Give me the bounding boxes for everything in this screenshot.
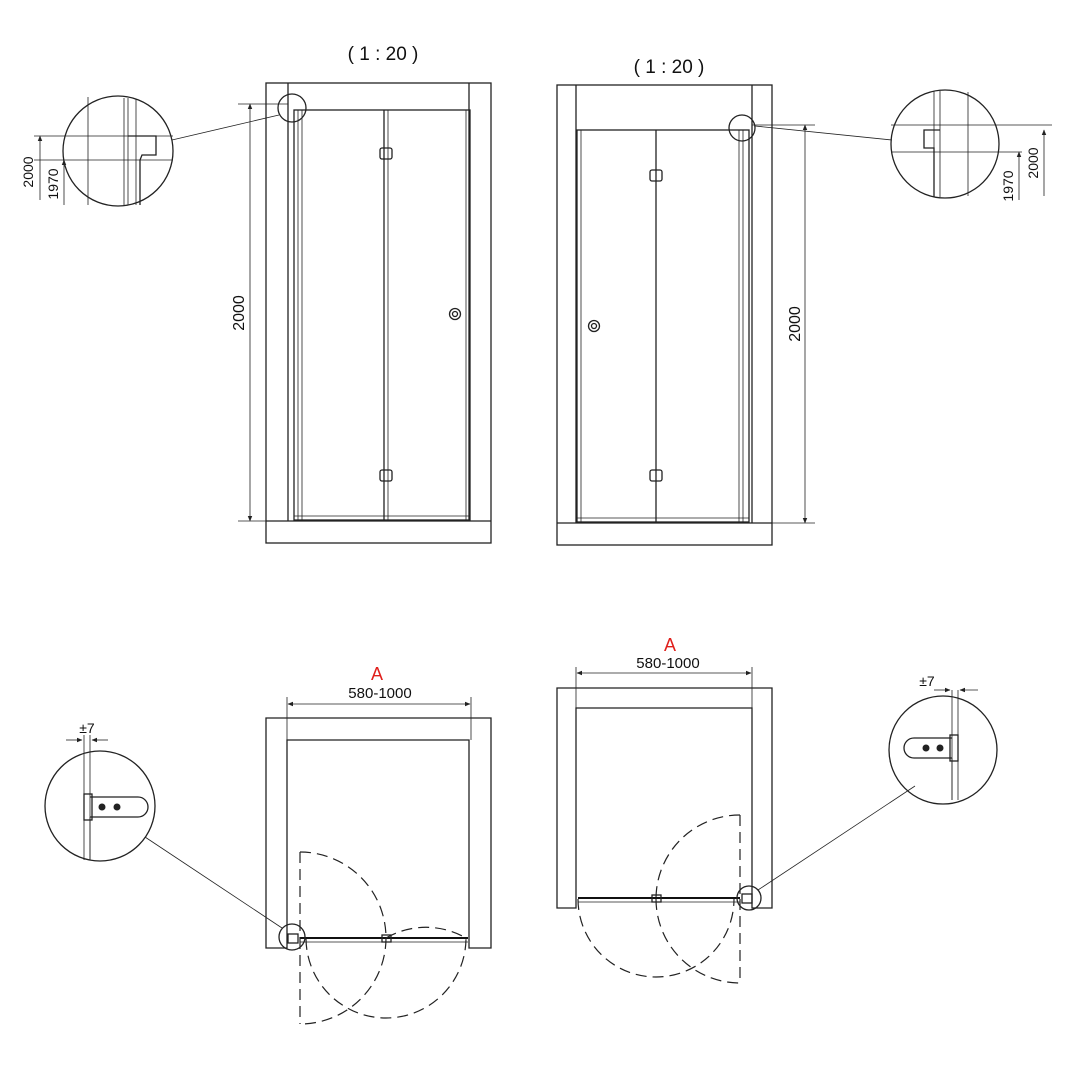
- handle-knob-icon: [587, 319, 601, 333]
- scale-label: ( 1 : 20 ): [348, 44, 419, 65]
- width-range: 580-1000: [348, 685, 411, 702]
- scale-label: ( 1 : 20 ): [634, 57, 705, 78]
- detail-bottom-left: ±7: [66, 720, 149, 860]
- detail-dimension-outer: 2000: [1025, 147, 1041, 178]
- height-dimension: 2000: [787, 306, 804, 342]
- tolerance-label: ±7: [919, 673, 935, 689]
- width-range: 580-1000: [636, 655, 699, 672]
- detail-top-right: 2000 1970: [891, 91, 1052, 202]
- plan-view-left: A 580-1000 ±7: [44, 664, 492, 1025]
- elevation-view-right: ( 1 : 20 ) 2000: [556, 57, 1052, 546]
- detail-dimension-inner: 1970: [45, 168, 61, 199]
- detail-bottom-right: ±7: [903, 673, 978, 800]
- detail-dimension-outer: 2000: [20, 156, 36, 187]
- width-label: A: [371, 664, 383, 684]
- plan-view-right: A 580-1000 ±7: [556, 635, 998, 984]
- hinge-icon: [649, 469, 663, 482]
- height-dimension: 2000: [231, 295, 248, 331]
- tolerance-label: ±7: [79, 720, 95, 736]
- width-label: A: [664, 635, 676, 655]
- handle-knob-icon: [448, 307, 462, 321]
- hinge-icon: [379, 469, 393, 482]
- elevation-view-left: ( 1 : 20 ) 2000: [20, 44, 492, 544]
- hinge-icon: [379, 147, 393, 160]
- detail-top-left: 2000 1970: [20, 97, 173, 205]
- detail-dimension-inner: 1970: [1000, 170, 1016, 201]
- hinge-icon: [649, 169, 663, 182]
